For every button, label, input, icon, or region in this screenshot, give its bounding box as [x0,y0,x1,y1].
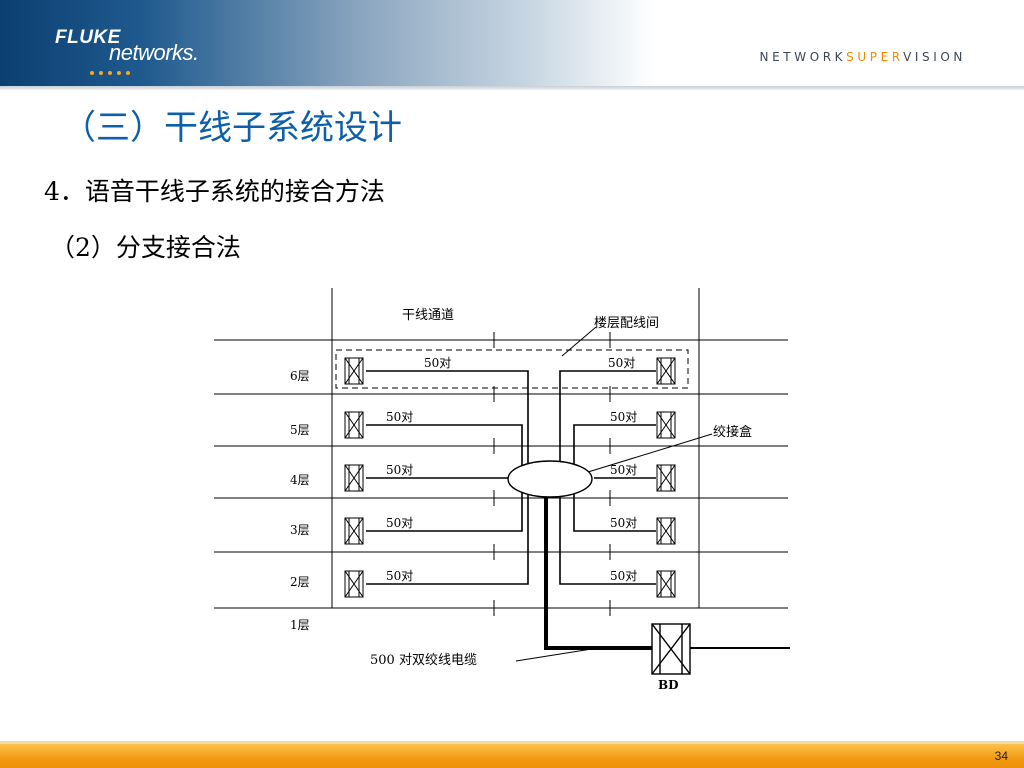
pair-label: 50对 [386,516,413,530]
tagline-vision: VISION [903,50,966,64]
fluke-logo-text: FLUKE [55,27,121,48]
tagline-network: NETWORK [759,50,847,64]
logo-dots-icon [90,60,135,79]
closet-label: 楼层配线间 [594,316,659,331]
floor-label-5: 5层 [290,423,310,437]
pair-label: 50对 [610,516,637,530]
cable-leader-line [515,647,599,662]
page-title: （三）干线子系统设计 [62,108,402,148]
splice-label: 绞接盒 [713,424,752,440]
shaft-ticks [493,332,611,616]
branch-splice-diagram: 干线通道 楼层配线间 绞接盒 500 对双绞线电缆 BD 6层 5层 4层 3层… [214,288,790,692]
floor-label-4: 4层 [290,473,310,487]
pair-label: 50对 [386,463,413,477]
tagline: NETWORKSUPERVISION [760,50,966,64]
connector-icons-right [656,357,676,598]
pair-label: 50对 [424,356,451,370]
cable-label: 500 对双绞线电缆 [370,652,477,668]
closet-dashed-box [335,349,689,389]
splice-box [507,460,593,498]
header-shadow [0,86,1024,90]
floor-label-2: 2层 [290,575,310,589]
tagline-super: SUPER [846,50,904,64]
footer-bar [0,744,1024,768]
closet-leader-line [561,326,597,357]
section-heading: 4．语音干线子系统的接合方法 [44,177,385,206]
footer-highlight [0,741,1024,744]
branch-cables [366,370,656,585]
main-trunk-cable [544,490,652,650]
pair-label: 50对 [610,463,637,477]
page-number: 34 [994,749,1008,763]
pair-label: 50对 [608,356,635,370]
bd-label: BD [658,678,679,692]
pair-label: 50对 [386,410,413,424]
floor-label-6: 6层 [290,369,310,383]
floor-label-1: 1层 [290,618,310,632]
bd-connector-icon [651,623,691,675]
header-banner [0,0,1024,90]
pair-label: 50对 [610,569,637,583]
shaft-label: 干线通道 [402,308,454,323]
connector-icons-left [344,357,364,598]
subsection-heading: （2）分支接合法 [50,233,241,262]
pair-label: 50对 [386,569,413,583]
pair-label: 50对 [610,410,637,424]
floor-label-3: 3层 [290,523,310,537]
splice-leader-line [587,433,713,473]
networks-logo-text: networks. [109,40,199,65]
